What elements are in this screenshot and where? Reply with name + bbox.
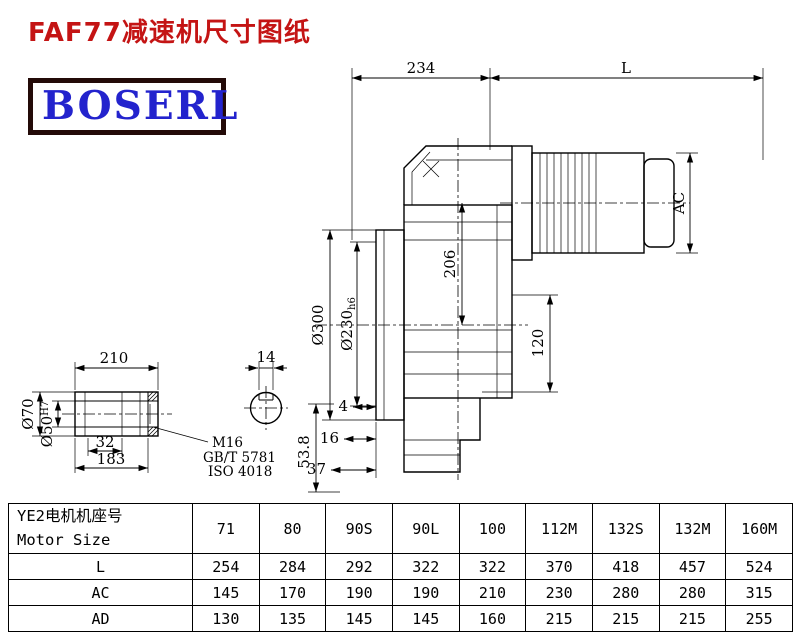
row-label-AD: AD [8, 605, 193, 632]
dim-14-label: 14 [256, 348, 275, 366]
dim-16-label: 16 [320, 429, 339, 447]
size-column-100: 100 [458, 503, 527, 554]
table-cell: 145 [325, 605, 393, 632]
size-column-90l: 90L [391, 503, 460, 554]
note-m16: M16 [212, 435, 243, 451]
main-dimensions: Ø300 Ø230h6 206 120 AC [309, 152, 698, 421]
table-row-AC: AC 145 170 190 190 210 230 280 280 315 [8, 579, 793, 606]
motor-size-header-cn: YE2电机机座号 [17, 507, 123, 526]
table-cell: 215 [525, 605, 593, 632]
table-cell: 370 [525, 553, 593, 580]
dim-d230-label: Ø230h6 [338, 297, 358, 351]
table-row-L: L 254 284 292 322 322 370 418 457 524 [8, 553, 793, 580]
dim-234-label: 234 [407, 59, 436, 77]
size-column-132s: 132S [591, 503, 660, 554]
table-cell: 254 [192, 553, 260, 580]
table-header-row: YE2电机机座号 Motor Size 71 80 90S 90L 100 11… [8, 503, 793, 554]
motor-size-header-en: Motor Size [17, 530, 111, 549]
m16-leader-line [152, 426, 209, 443]
centerlines [62, 138, 690, 480]
size-column-90s: 90S [325, 503, 393, 554]
dim-d70-label: Ø70 [19, 398, 37, 429]
dim-210-label: 210 [100, 349, 129, 367]
size-column-80: 80 [258, 503, 327, 554]
table-cell: 292 [325, 553, 393, 580]
table-cell: 215 [658, 605, 727, 632]
table-cell: 255 [725, 605, 793, 632]
size-column-160m: 160M [725, 503, 793, 554]
shaft-dimensions: 210 32 183 Ø70 Ø50H7 [19, 348, 287, 480]
table-cell: 215 [591, 605, 660, 632]
table-cell: 524 [725, 553, 793, 580]
table-cell: 210 [458, 579, 527, 606]
row-label-AC: AC [8, 579, 193, 606]
motor-size-header: YE2电机机座号 Motor Size [8, 503, 193, 554]
table-cell: 190 [391, 579, 460, 606]
dim-206-label: 206 [441, 250, 459, 279]
logo-text: BOSERL [42, 83, 240, 129]
table-cell: 190 [325, 579, 393, 606]
top-dimensions: 234 L [351, 59, 764, 240]
dim-d300-label: Ø300 [309, 305, 327, 346]
table-cell: 170 [258, 579, 327, 606]
output-flange-outline [375, 229, 405, 421]
dimension-table: YE2电机机座号 Motor Size 71 80 90S 90L 100 11… [8, 503, 793, 632]
gearbox-outline [403, 145, 513, 473]
dim-d50-label: Ø50H7 [38, 401, 56, 447]
table-cell: 280 [658, 579, 727, 606]
dim-L-label: L [621, 59, 631, 77]
table-cell: 418 [591, 553, 660, 580]
size-column-71: 71 [192, 503, 260, 554]
table-cell: 322 [458, 553, 527, 580]
bottom-dimensions: 4 16 37 53.8 [295, 397, 377, 493]
row-label-L: L [8, 553, 193, 580]
dim-120-label: 120 [529, 329, 547, 358]
table-cell: 135 [258, 605, 327, 632]
note-gb-standard: GB/T 5781 [203, 450, 276, 466]
table-cell: 457 [658, 553, 727, 580]
keyway-section [249, 391, 283, 425]
table-cell: 280 [591, 579, 660, 606]
boserl-logo: BOSERL [28, 78, 237, 135]
dim-53-8-label: 53.8 [295, 435, 313, 468]
dim-AC-label: AC [670, 192, 688, 215]
table-cell: 130 [192, 605, 260, 632]
page-title: FAF77减速机尺寸图纸 [28, 18, 311, 48]
motor-outline [511, 145, 675, 261]
motor-fins [539, 153, 597, 253]
note-iso-standard: ISO 4018 [208, 464, 272, 480]
dim-4-label: 4 [338, 397, 348, 415]
section-hatching [147, 391, 159, 437]
dim-32-label: 32 [95, 433, 114, 451]
dim-183-label: 183 [97, 450, 126, 468]
size-column-132m: 132M [658, 503, 727, 554]
table-cell: 315 [725, 579, 793, 606]
table-cell: 284 [258, 553, 327, 580]
shaft-view [74, 391, 209, 443]
table-cell: 322 [391, 553, 460, 580]
table-cell: 145 [391, 605, 460, 632]
table-cell: 145 [192, 579, 260, 606]
table-row-AD: AD 130 135 145 145 160 215 215 215 255 [8, 605, 793, 632]
table-cell: 230 [525, 579, 593, 606]
table-cell: 160 [458, 605, 527, 632]
size-column-112m: 112M [525, 503, 593, 554]
